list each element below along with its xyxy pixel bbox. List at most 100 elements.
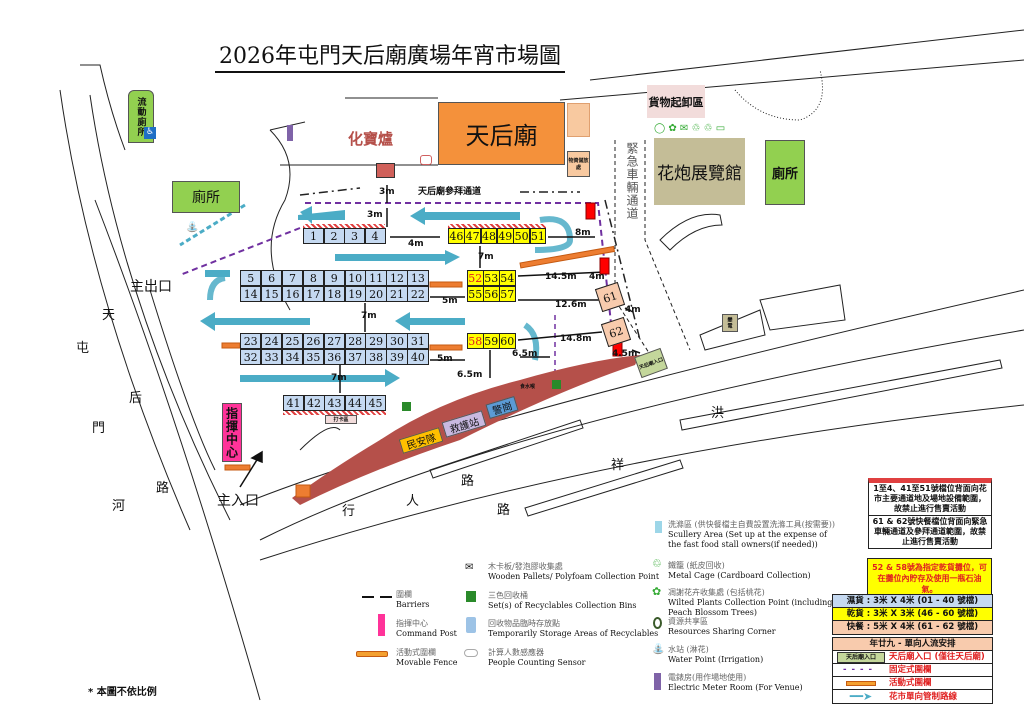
legend-zh: 指揮中心 — [396, 619, 428, 628]
stall-9[interactable]: 9 — [323, 270, 345, 286]
recycle-bins-icon — [402, 402, 411, 411]
dimension-label: 8m — [575, 228, 591, 238]
stall-13[interactable]: 13 — [407, 270, 429, 286]
legend-zh: 回收物品臨時存放點 — [488, 619, 560, 628]
stall-38[interactable]: 38 — [365, 349, 387, 365]
no-sales-hatch — [303, 224, 385, 228]
stall-39[interactable]: 39 — [386, 349, 408, 365]
road-char: 行 — [342, 504, 356, 519]
stall-40[interactable]: 40 — [407, 349, 429, 365]
stall-47[interactable]: 47 — [464, 228, 482, 244]
stall-27[interactable]: 27 — [323, 333, 345, 349]
no-sales-hatch — [448, 224, 546, 228]
legend-en: Movable Fence — [396, 658, 458, 667]
emergency-lane-label: 緊急車輛通道 — [625, 142, 639, 220]
stall-26[interactable]: 26 — [302, 333, 325, 349]
stall-6[interactable]: 6 — [260, 270, 283, 286]
dimension-label: 7m — [478, 252, 494, 262]
stall-57[interactable]: 57 — [499, 286, 516, 302]
stall-53[interactable]: 53 — [483, 270, 500, 286]
stall-52[interactable]: 52 — [467, 270, 484, 286]
stall-34[interactable]: 34 — [281, 349, 304, 365]
size-dry: 乾貨 : 3米 X 3米 (46 - 60 號檔) — [833, 608, 992, 621]
fixed-fence-label: 固定式圍欄 — [889, 665, 932, 675]
road-char: 洪 — [711, 406, 725, 421]
stall-7[interactable]: 7 — [281, 270, 304, 286]
stall-44[interactable]: 44 — [344, 395, 366, 411]
legend-zh: 電錶房(用作場地使用) — [668, 673, 747, 682]
stall-54[interactable]: 54 — [499, 270, 516, 286]
dimension-label: 3m — [379, 187, 395, 197]
stall-16[interactable]: 16 — [281, 286, 304, 302]
dimension-label: 4.5m — [612, 349, 638, 359]
stall-11[interactable]: 11 — [365, 270, 387, 286]
stall-8[interactable]: 8 — [302, 270, 325, 286]
no-sales-hatch — [283, 411, 386, 415]
stall-25[interactable]: 25 — [281, 333, 304, 349]
stall-33[interactable]: 33 — [260, 349, 283, 365]
road-char: 后 — [129, 391, 143, 406]
dimension-label: 3m — [367, 210, 383, 220]
stall-28[interactable]: 28 — [344, 333, 366, 349]
stall-24[interactable]: 24 — [260, 333, 283, 349]
stall-10[interactable]: 10 — [344, 270, 366, 286]
stall-58[interactable]: 58 — [467, 333, 484, 349]
legend-en: Temporarily Storage Areas of Recyclables — [488, 629, 659, 638]
stall-59[interactable]: 59 — [483, 333, 500, 349]
stall-19[interactable]: 19 — [344, 286, 366, 302]
stall-2[interactable]: 2 — [323, 228, 345, 244]
stall-17[interactable]: 17 — [302, 286, 325, 302]
stall-20[interactable]: 20 — [365, 286, 387, 302]
stall-30[interactable]: 30 — [386, 333, 408, 349]
legend-zh: 木卡板/發泡膠收集處 — [488, 562, 563, 571]
electric-meter-room — [287, 125, 293, 141]
movable-fence-icon — [846, 680, 876, 686]
legend-zh: 洗滌區 (供快餐檔主自費設置洗滌工具(按需要)) — [668, 520, 836, 529]
legend-en: Resources Sharing Corner — [668, 627, 776, 636]
stall-1[interactable]: 1 — [303, 228, 324, 244]
dimension-label: 14.5m — [545, 272, 577, 282]
stall-31[interactable]: 31 — [407, 333, 429, 349]
dimension-label: 5m — [437, 354, 453, 364]
stall-56[interactable]: 56 — [483, 286, 500, 302]
stall-18[interactable]: 18 — [323, 286, 345, 302]
stall-45[interactable]: 45 — [365, 395, 386, 411]
stall-51[interactable]: 51 — [529, 228, 547, 244]
dimension-label: 4m — [408, 239, 424, 249]
stall-55[interactable]: 55 — [467, 286, 484, 302]
dimension-label: 14.8m — [560, 334, 592, 344]
stall-49[interactable]: 49 — [496, 228, 514, 244]
toilet-right: 廁所 — [765, 140, 805, 205]
stall-32[interactable]: 32 — [240, 349, 262, 365]
stall-4[interactable]: 4 — [364, 228, 386, 244]
stall-23[interactable]: 23 — [240, 333, 262, 349]
stall-5[interactable]: 5 — [240, 270, 262, 286]
stall-37[interactable]: 37 — [344, 349, 366, 365]
stall-50[interactable]: 50 — [513, 228, 530, 244]
stall-43[interactable]: 43 — [324, 395, 345, 411]
stall-35[interactable]: 35 — [302, 349, 325, 365]
stall-46[interactable]: 46 — [448, 228, 465, 244]
road-char: 天 — [102, 308, 116, 323]
stall-15[interactable]: 15 — [260, 286, 283, 302]
toilet-left: 廁所 — [172, 181, 240, 213]
scullery-icon — [655, 521, 662, 533]
stall-3[interactable]: 3 — [344, 228, 365, 244]
stall-60[interactable]: 60 — [499, 333, 516, 349]
stall-12[interactable]: 12 — [386, 270, 408, 286]
note-lpg: 52 & 58號為指定乾貨攤位，可在攤位內貯存及使用一瓶石油氣。 — [867, 558, 992, 599]
stall-14[interactable]: 14 — [240, 286, 262, 302]
legend-en: Barriers — [396, 600, 430, 609]
main-exit-label: 主出口 — [130, 279, 172, 295]
fireworks-icons: ◯ ✿ ✉ ♲ ♲ ▭ — [654, 123, 726, 134]
movable-fence-icon — [356, 651, 388, 657]
stall-21[interactable]: 21 — [386, 286, 408, 302]
stall-42[interactable]: 42 — [303, 395, 325, 411]
stall-22[interactable]: 22 — [407, 286, 429, 302]
stall-41[interactable]: 41 — [283, 395, 304, 411]
stall-48[interactable]: 48 — [480, 228, 498, 244]
stall-36[interactable]: 36 — [323, 349, 345, 365]
stall-29[interactable]: 29 — [365, 333, 387, 349]
dimension-label: 6.5m — [512, 349, 538, 359]
legend-zh: 凋謝花卉收集處 (包括桃花) — [668, 588, 765, 597]
